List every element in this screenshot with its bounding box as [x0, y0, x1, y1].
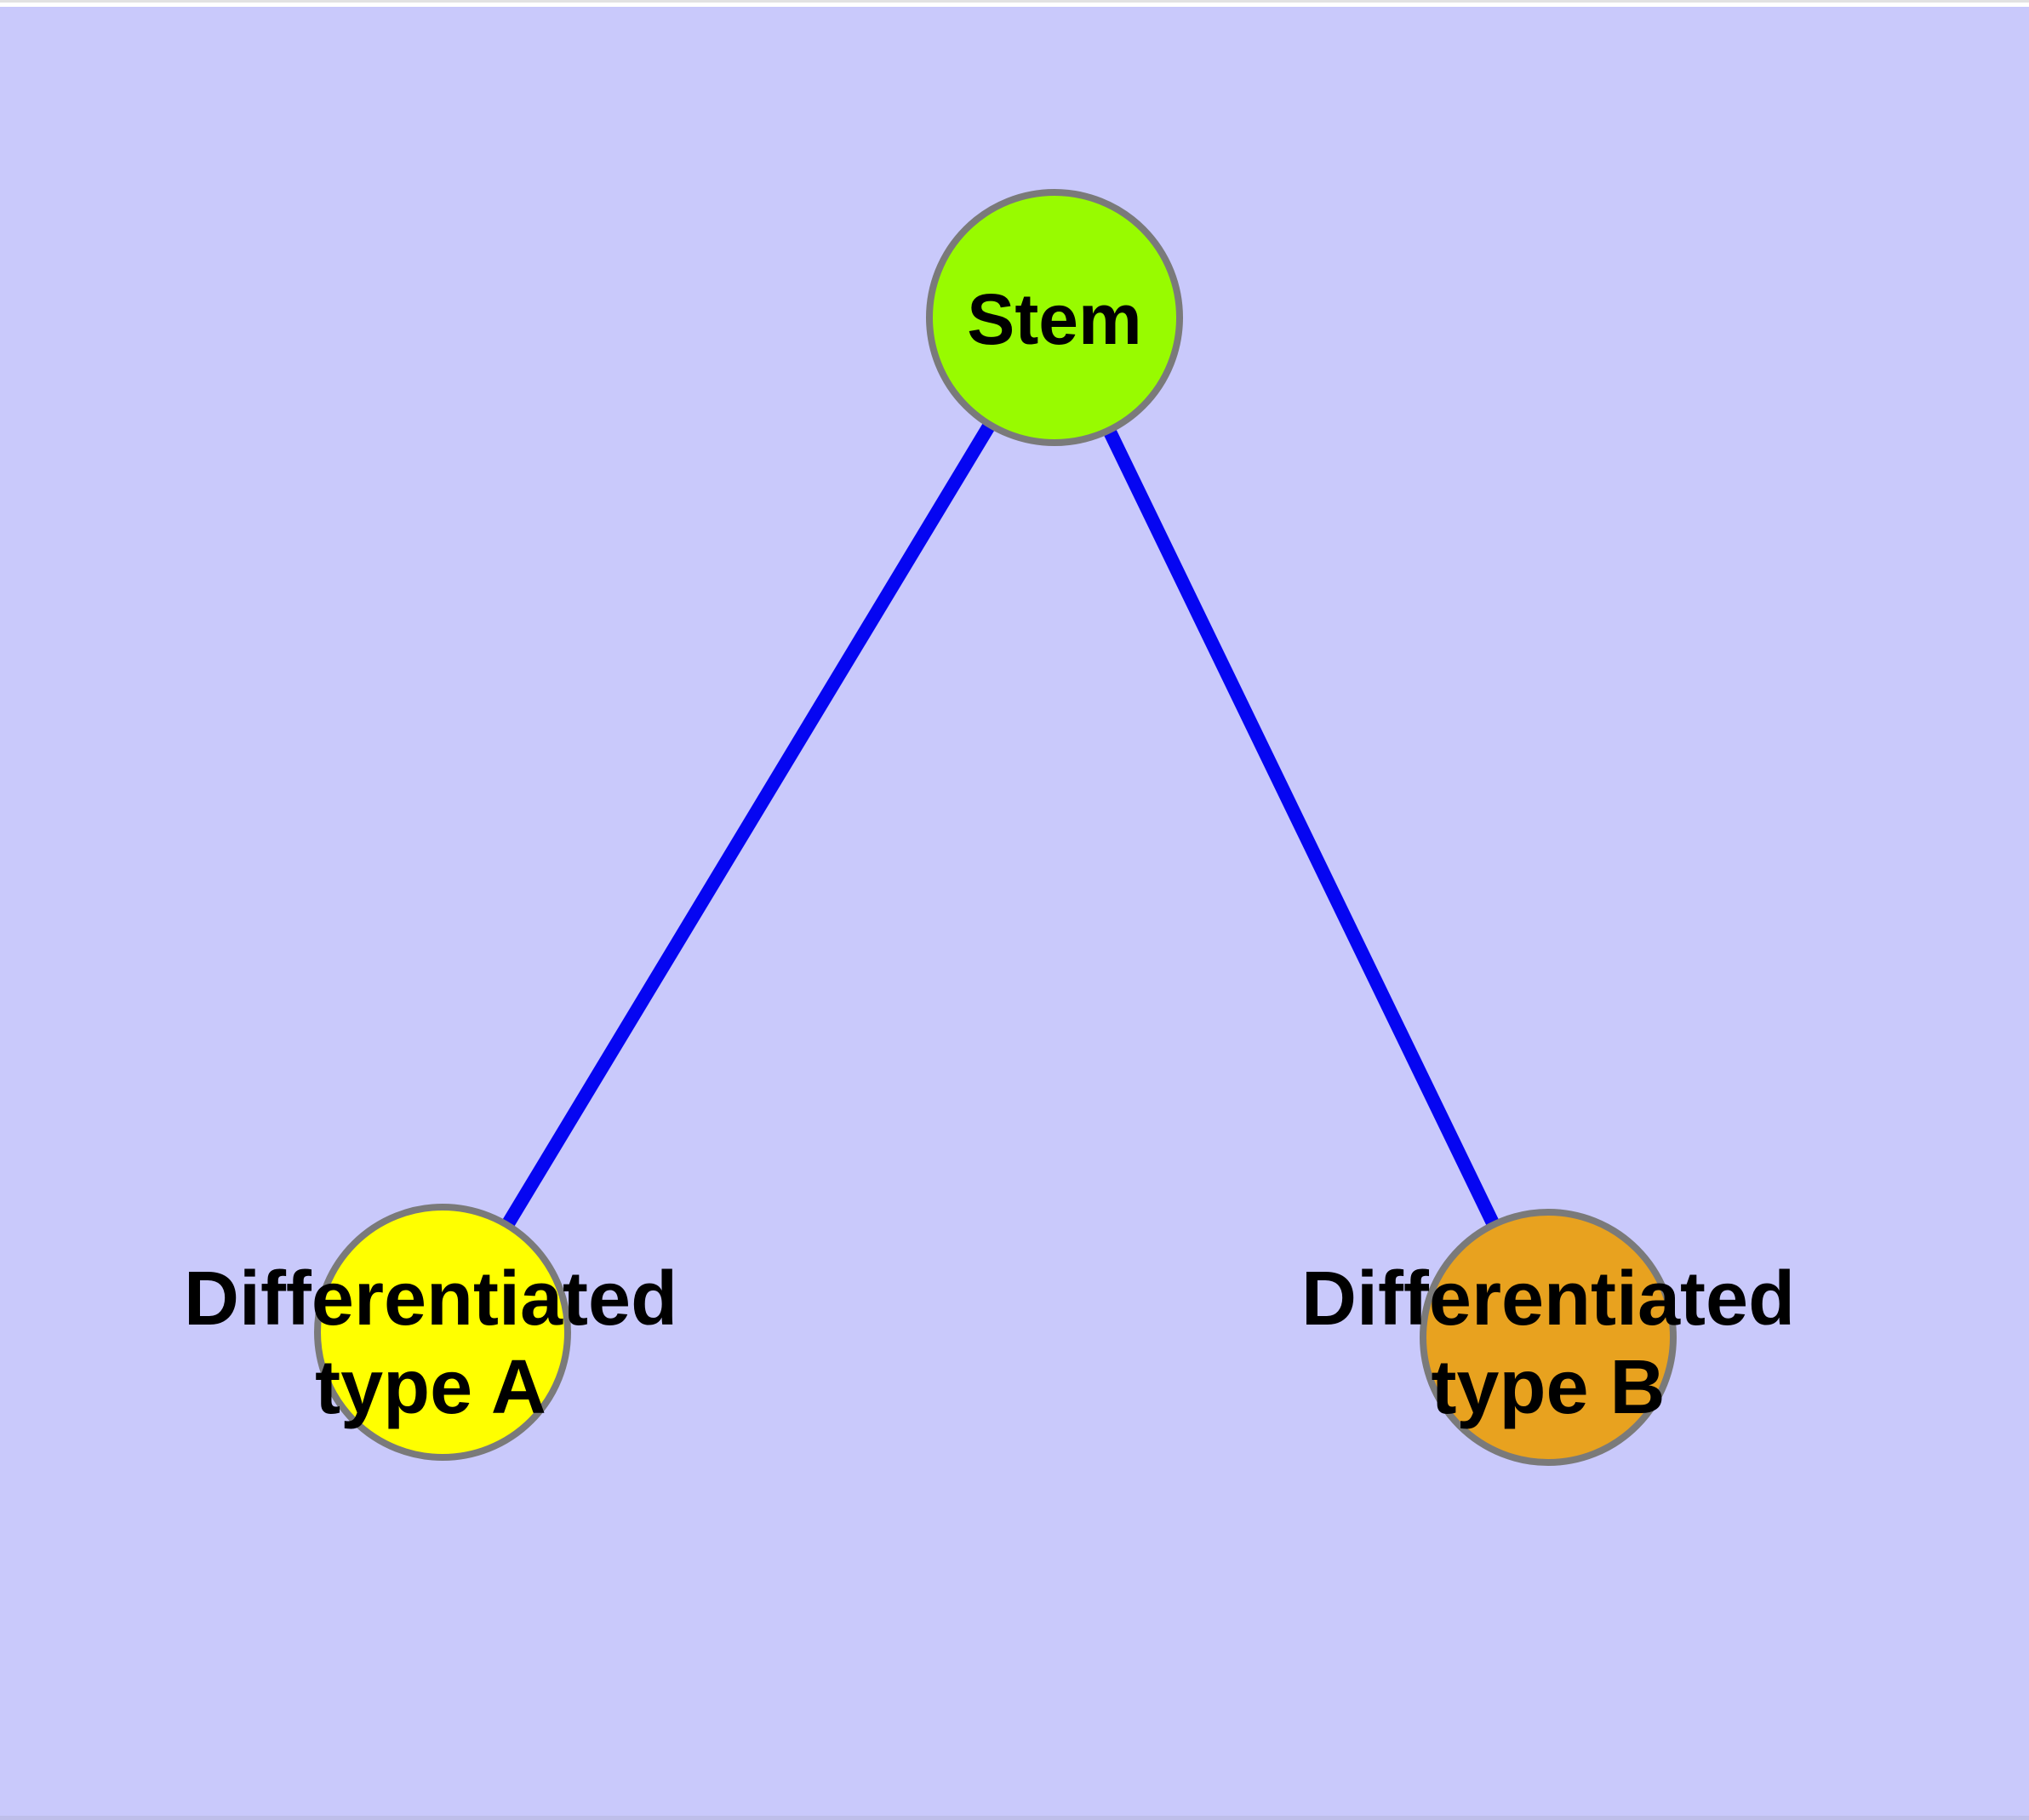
frame-top-strip — [0, 3, 2029, 7]
type-a-label-line2: type A — [315, 1345, 546, 1430]
frame-bottom-strip — [0, 1816, 2029, 1820]
differentiated-type-b-node-label: Differentiated type B — [1301, 1255, 1795, 1432]
edge-stem-to-type-a — [437, 313, 1060, 1336]
type-a-label-line1: Differentiated — [183, 1256, 678, 1342]
frame-top-hairline — [0, 0, 2029, 3]
type-b-label-line1: Differentiated — [1300, 1256, 1796, 1342]
type-b-label-line2: type B — [1431, 1345, 1666, 1430]
edge-stem-to-type-b — [1048, 314, 1555, 1341]
differentiated-type-b-node — [1420, 1209, 1677, 1466]
stem-node-label: Stem — [967, 279, 1142, 359]
differentiated-type-a-node — [314, 1204, 571, 1461]
differentiated-type-a-node-label: Differentiated type A — [184, 1255, 677, 1432]
stem-node — [926, 189, 1183, 446]
